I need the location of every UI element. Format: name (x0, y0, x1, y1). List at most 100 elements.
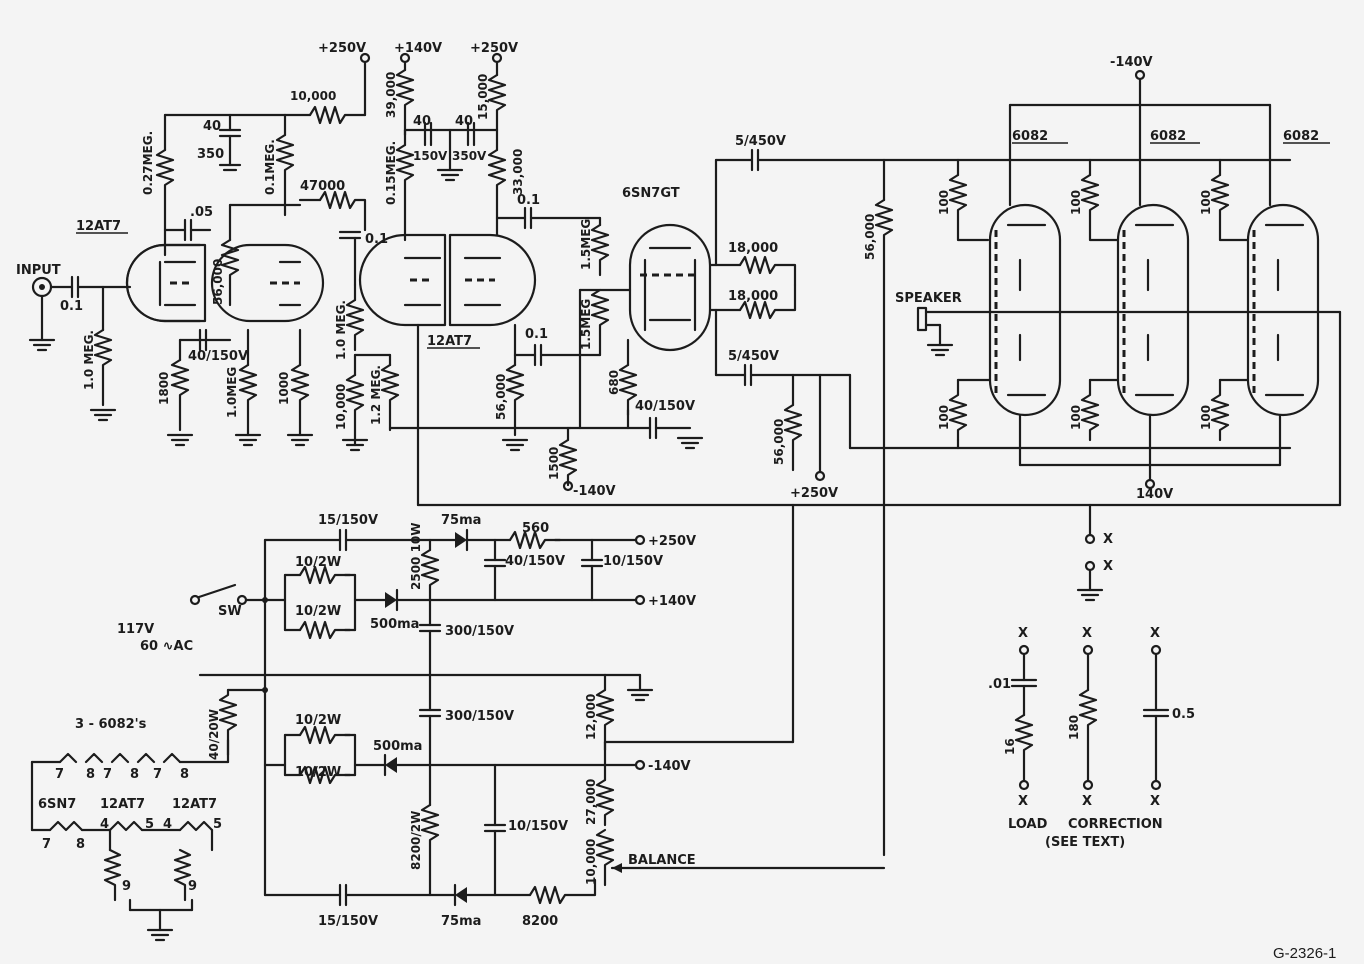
svg-text:150V: 150V (413, 149, 448, 163)
svg-text:X: X (1018, 794, 1028, 809)
svg-text:0.1MEG.: 0.1MEG. (263, 139, 277, 195)
svg-text:39,000: 39,000 (384, 72, 398, 118)
svg-text:LOAD: LOAD (1008, 817, 1048, 832)
tube-12at7-1b (210, 243, 325, 323)
speaker-icon (916, 306, 928, 332)
second-stage-grid: 1.0 MEG. 1.2 MEG. 10,000 (334, 283, 572, 452)
svg-text:56,000: 56,000 (494, 374, 508, 420)
heater-wiring: 3 - 6082's 7 8 7 8 7 8 6SN7 12AT7 12AT7 … (30, 717, 230, 942)
svg-text:75ma: 75ma (441, 513, 481, 528)
svg-text:10,000: 10,000 (584, 839, 598, 885)
svg-text:40/150V: 40/150V (635, 399, 695, 414)
svg-text:7: 7 (103, 767, 112, 782)
svg-text:680: 680 (607, 370, 621, 395)
output-tubes: 6082 6082 6082 -140V 100 100 (416, 55, 1342, 602)
svg-text:100: 100 (1069, 190, 1083, 215)
svg-text:10/2W: 10/2W (295, 765, 341, 780)
svg-text:40: 40 (203, 119, 221, 134)
svg-text:18,000: 18,000 (728, 241, 778, 256)
svg-text:117V: 117V (117, 622, 154, 637)
svg-text:40: 40 (455, 114, 473, 129)
svg-text:10/2W: 10/2W (295, 713, 341, 728)
load-correction-networks: X .01 16 X X 180 X X 0.5 X LOAD CORRECTI… (988, 626, 1195, 850)
svg-text:SPEAKER: SPEAKER (895, 291, 962, 306)
svg-text:-140V: -140V (648, 759, 691, 774)
svg-text:16: 16 (1003, 738, 1017, 755)
svg-text:4: 4 (100, 817, 109, 832)
svg-text:10/150V: 10/150V (603, 554, 663, 569)
svg-text:100: 100 (937, 405, 951, 430)
svg-text:5/450V: 5/450V (735, 134, 786, 149)
svg-text:56,000: 56,000 (863, 214, 877, 260)
svg-text:7: 7 (55, 767, 64, 782)
svg-text:350: 350 (197, 147, 224, 162)
svg-text:40: 40 (413, 114, 431, 129)
svg-text:12AT7: 12AT7 (172, 797, 217, 812)
svg-text:56,000: 56,000 (772, 419, 786, 465)
svg-text:100: 100 (1199, 190, 1213, 215)
svg-text:10,000: 10,000 (290, 89, 336, 103)
svg-text:10/2W: 10/2W (295, 555, 341, 570)
svg-text:180: 180 (1067, 715, 1081, 740)
svg-text:X: X (1082, 794, 1092, 809)
svg-text:6082: 6082 (1283, 129, 1319, 144)
svg-text:X: X (1018, 626, 1028, 641)
svg-text:X: X (1082, 626, 1092, 641)
svg-text:4: 4 (163, 817, 172, 832)
input-stage: INPUT 0.1 1.0 MEG. (16, 263, 132, 422)
svg-text:-140V: -140V (1110, 55, 1153, 70)
svg-text:500ma: 500ma (370, 617, 419, 632)
svg-text:10/150V: 10/150V (508, 819, 568, 834)
svg-text:3 - 6082's: 3 - 6082's (75, 717, 147, 732)
svg-text:1500: 1500 (547, 447, 561, 480)
svg-text:18,000: 18,000 (728, 289, 778, 304)
svg-text:1.5MEG: 1.5MEG (579, 299, 593, 350)
svg-text:2500 10W: 2500 10W (409, 522, 423, 590)
svg-text:40/150V: 40/150V (188, 349, 248, 364)
svg-text:6082: 6082 (1150, 129, 1186, 144)
svg-text:27,000: 27,000 (584, 779, 598, 825)
svg-text:0.1: 0.1 (365, 232, 388, 247)
svg-text:0.1: 0.1 (517, 193, 540, 208)
svg-text:300/150V: 300/150V (445, 709, 514, 724)
svg-text:1.0 MEG.: 1.0 MEG. (82, 330, 96, 390)
svg-text:15,000: 15,000 (476, 74, 490, 120)
svg-text:40/150V: 40/150V (505, 554, 565, 569)
svg-text:6082: 6082 (1012, 129, 1048, 144)
svg-text:BALANCE: BALANCE (628, 853, 696, 868)
second-stage-supply: +140V 39,000 40 150V 40 350V 0.15MEG. +2… (384, 41, 602, 452)
svg-text:1.2 MEG.: 1.2 MEG. (369, 365, 383, 425)
svg-text:350V: 350V (452, 149, 487, 163)
tube-12at7-2: 12AT7 (358, 233, 537, 349)
svg-text:1800: 1800 (157, 372, 171, 405)
svg-text:8: 8 (76, 837, 85, 852)
svg-text:100: 100 (1069, 405, 1083, 430)
power-switch[interactable] (197, 583, 237, 599)
svg-text:8: 8 (180, 767, 189, 782)
svg-text:8200: 8200 (522, 914, 558, 929)
tube-6sn7gt: 6SN7GT 1.5MEG 1.5MEG 680 40/150V 1500 -1… (547, 186, 712, 499)
svg-text:8: 8 (130, 767, 139, 782)
svg-text:15/150V: 15/150V (318, 914, 378, 929)
svg-text:-140V: -140V (573, 484, 616, 499)
splitter-outputs: 18,000 18,000 5/450V 5/450V 56,000 +250V… (708, 134, 1292, 857)
svg-text:56,000: 56,000 (211, 259, 225, 305)
svg-text:5/450V: 5/450V (728, 349, 779, 364)
svg-text:15/150V: 15/150V (318, 513, 378, 528)
svg-text:.01: .01 (988, 677, 1011, 692)
input-label: INPUT (16, 263, 61, 278)
svg-text:X: X (1103, 532, 1113, 547)
svg-text:60 ∿AC: 60 ∿AC (140, 639, 193, 654)
svg-text:+250V: +250V (470, 41, 518, 56)
svg-text:560: 560 (522, 521, 549, 536)
svg-text:8: 8 (86, 767, 95, 782)
svg-text:0.1: 0.1 (525, 327, 548, 342)
svg-text:12AT7: 12AT7 (76, 219, 121, 234)
svg-text:12AT7: 12AT7 (100, 797, 145, 812)
svg-text:1000: 1000 (277, 372, 291, 405)
svg-text:1.5MEG: 1.5MEG (579, 219, 593, 270)
svg-text:10/2W: 10/2W (295, 604, 341, 619)
svg-text:X: X (1150, 794, 1160, 809)
svg-text:5: 5 (213, 817, 222, 832)
